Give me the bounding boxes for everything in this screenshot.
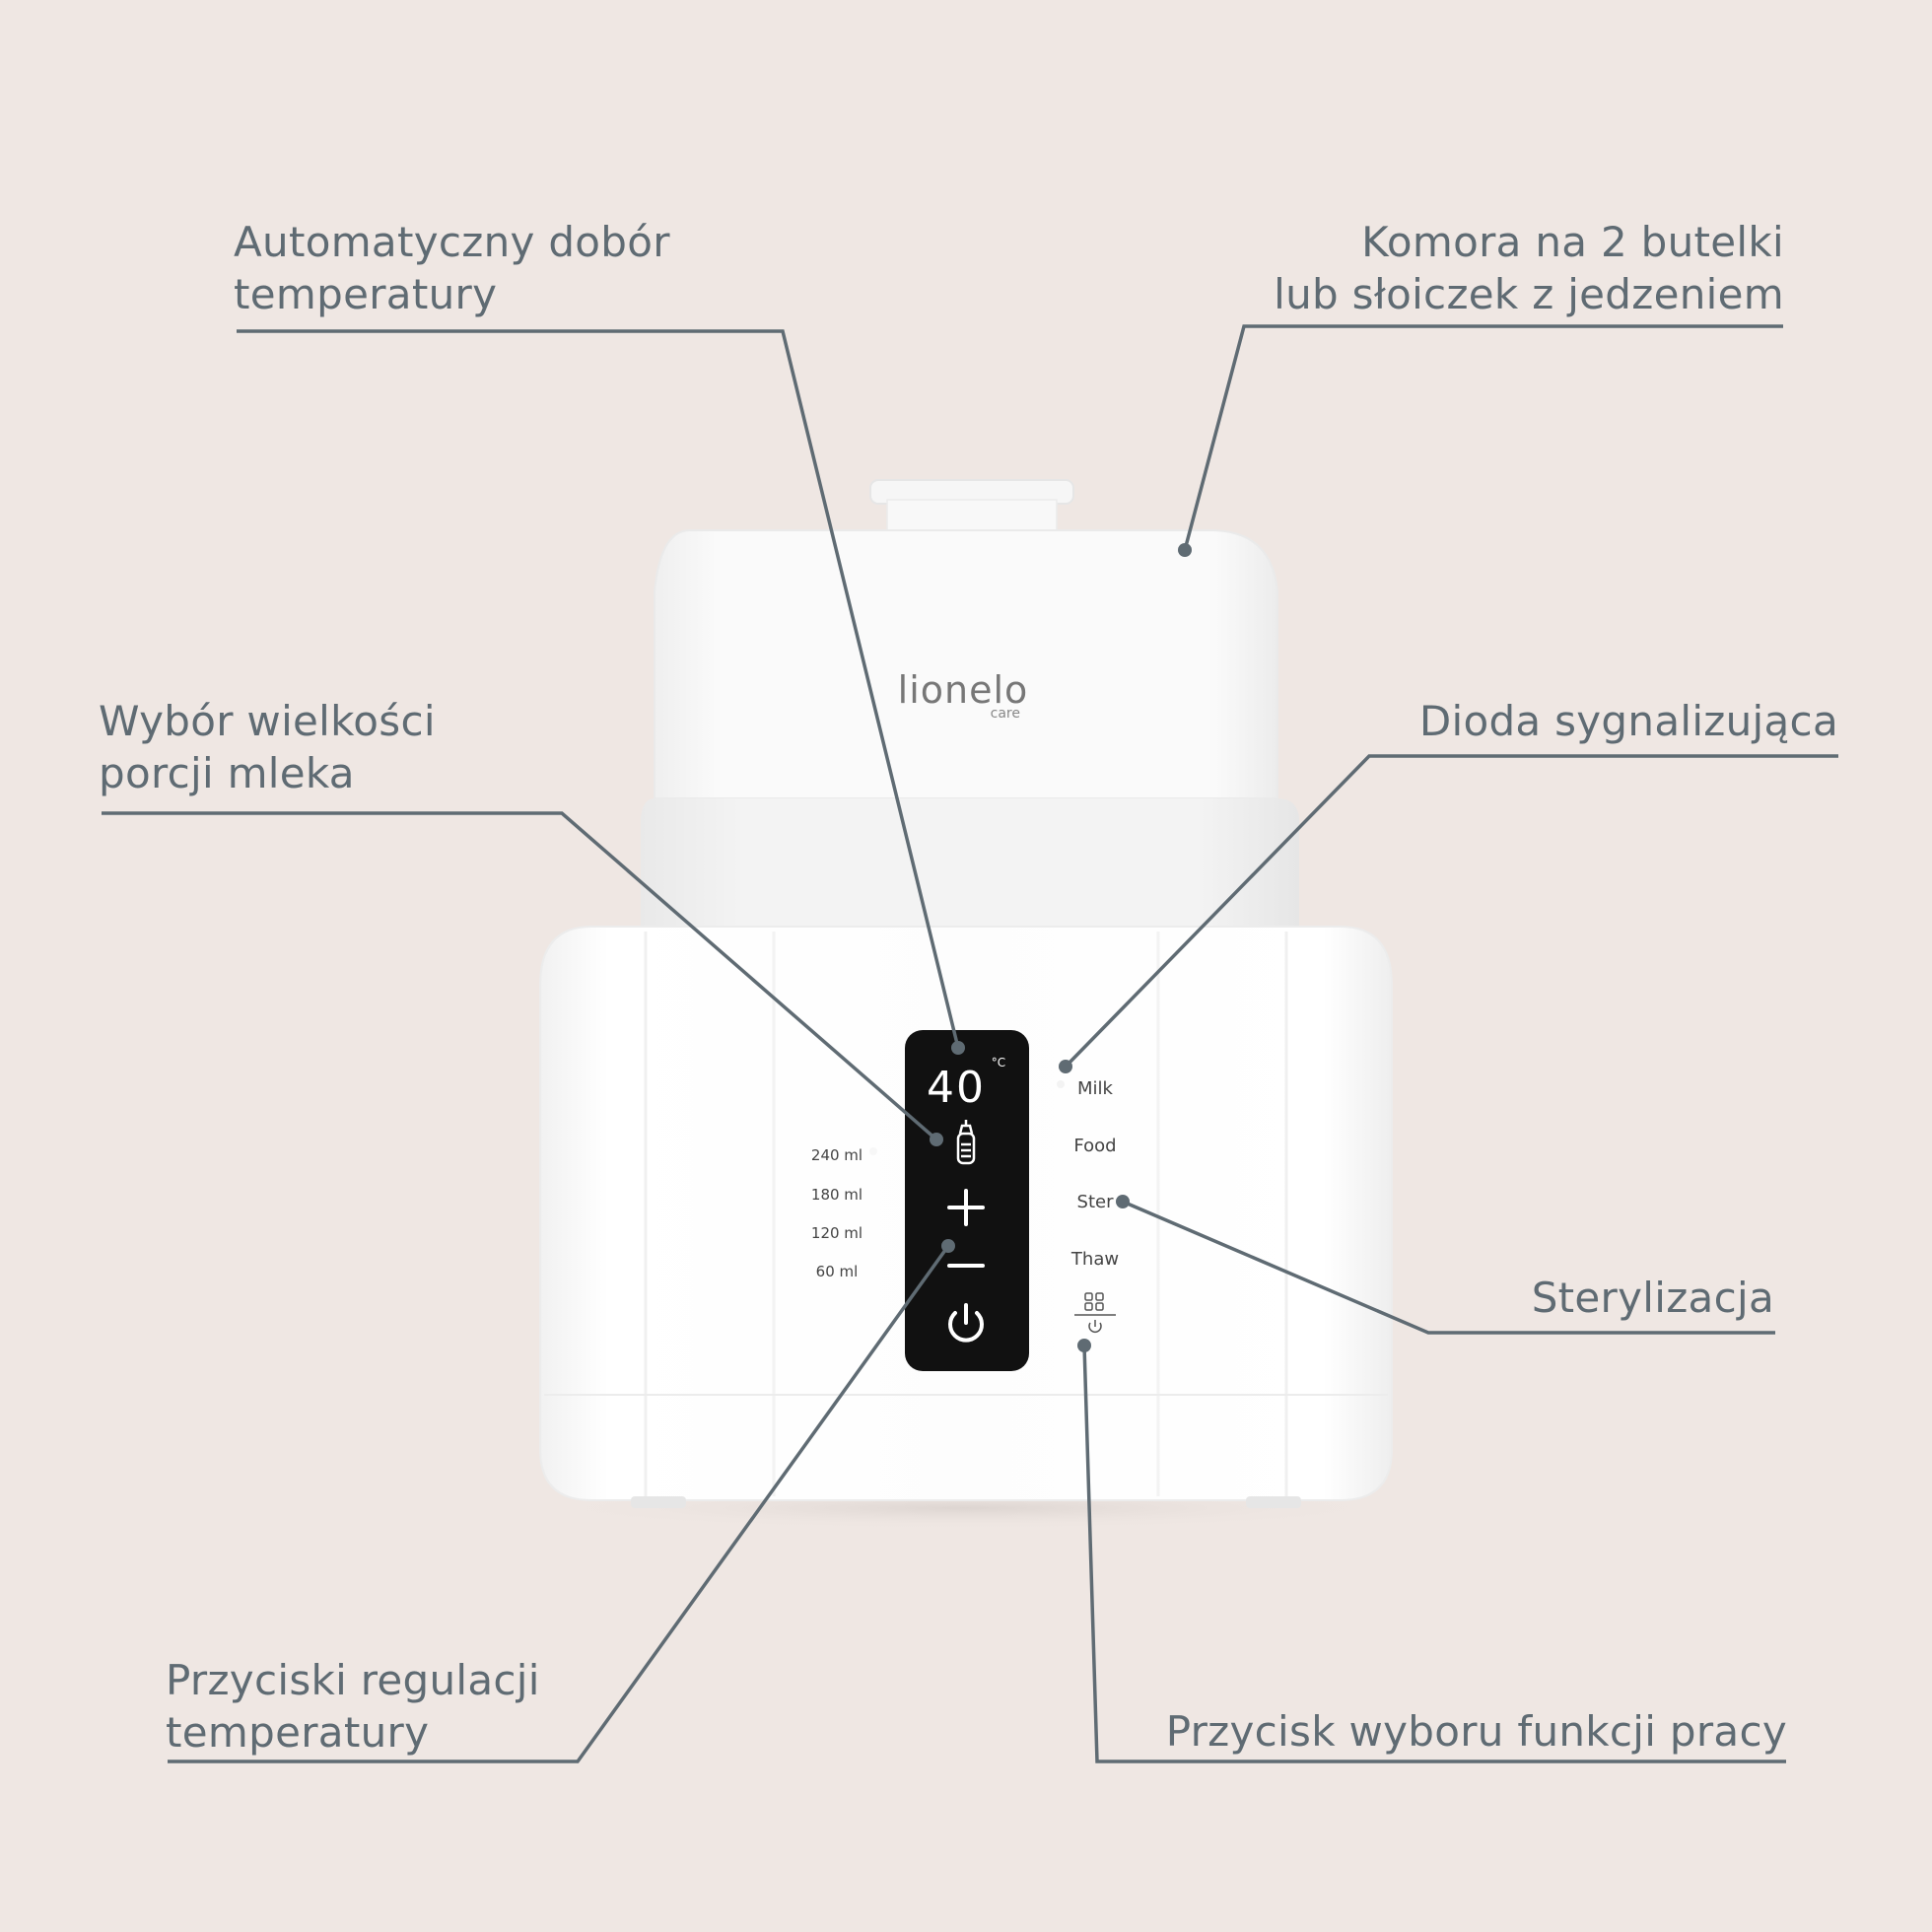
volume-led: [869, 1147, 877, 1155]
callout-line: lub słoiczek z jedzeniem: [1274, 270, 1784, 318]
callout-line: temperatury: [234, 270, 498, 318]
mode-label: Milk: [1077, 1078, 1114, 1099]
leader-lines: [102, 324, 1838, 1763]
callout-auto-temperature: Automatyczny dobór temperatury: [234, 216, 670, 320]
leader-chamber: [1183, 324, 1783, 551]
callout-line: Sterylizacja: [1531, 1274, 1774, 1322]
volume-scale: 240 ml 180 ml 120 ml 60 ml: [811, 1146, 877, 1280]
callout-temperature-buttons: Przyciski regulacji temperatury: [166, 1654, 540, 1759]
bottle-icon[interactable]: [956, 1120, 976, 1165]
leader-dot: [1059, 1060, 1072, 1073]
leader-dot: [1178, 543, 1192, 557]
leader-dot: [951, 1041, 965, 1055]
leader-dot: [930, 1133, 943, 1146]
volume-label: 60 ml: [816, 1263, 859, 1280]
leader-dot: [941, 1239, 955, 1253]
mode-led: [1057, 1080, 1065, 1088]
leader-dot: [1077, 1339, 1091, 1352]
callout-line: Dioda sygnalizująca: [1418, 697, 1838, 745]
leader-portion: [102, 811, 938, 1141]
bottle-warmer-device: lionelo care 40 °C 240: [539, 479, 1393, 1508]
leader-diode: [1064, 754, 1838, 1069]
callout-line: porcji mleka: [99, 749, 355, 797]
callout-line: Wybór wielkości: [99, 697, 436, 745]
middle-band: [641, 798, 1299, 927]
plus-button[interactable]: [947, 1189, 985, 1226]
callout-line: Przyciski regulacji: [166, 1656, 540, 1704]
volume-label: 120 ml: [811, 1224, 862, 1242]
leader-dot: [1116, 1195, 1130, 1208]
volume-label: 180 ml: [811, 1186, 862, 1204]
callout-diode: Dioda sygnalizująca: [1419, 695, 1838, 747]
foot-right: [1246, 1496, 1301, 1508]
callout-chamber: Komora na 2 butelki lub słoiczek z jedze…: [1274, 216, 1784, 320]
mode-label: Food: [1073, 1136, 1116, 1156]
callout-sterilization: Sterylizacja: [1532, 1272, 1774, 1324]
brand-sub: care: [991, 706, 1020, 722]
power-button[interactable]: [948, 1303, 984, 1343]
mode-select-icon[interactable]: [1074, 1292, 1116, 1333]
callout-mode-button: Przycisk wyboru funkcji pracy: [1166, 1705, 1787, 1758]
leader-mode-button: [1082, 1345, 1786, 1763]
lid-chamber: [654, 529, 1278, 799]
temperature-display: 40: [927, 1063, 986, 1113]
callout-portion-size: Wybór wielkości porcji mleka: [99, 695, 436, 799]
callout-line: Przycisk wyboru funkcji pracy: [1165, 1707, 1787, 1756]
callout-line: temperatury: [166, 1708, 430, 1757]
volume-label: 240 ml: [811, 1146, 862, 1164]
callout-line: Komora na 2 butelki: [1361, 218, 1784, 266]
leader-sterilization: [1122, 1200, 1775, 1335]
leader-dots: [930, 543, 1192, 1352]
callout-line: Automatyczny dobór: [234, 218, 670, 266]
mode-list: Milk Food Ster Thaw: [1057, 1078, 1119, 1270]
mode-label: Thaw: [1070, 1249, 1119, 1270]
foot-left: [631, 1496, 686, 1508]
leader-temp-buttons: [168, 1244, 950, 1763]
temperature-unit: °C: [992, 1056, 1005, 1070]
brand-logo: lionelo: [898, 668, 1029, 712]
leader-auto-temp: [237, 329, 960, 1049]
mode-label: Ster: [1077, 1192, 1115, 1212]
